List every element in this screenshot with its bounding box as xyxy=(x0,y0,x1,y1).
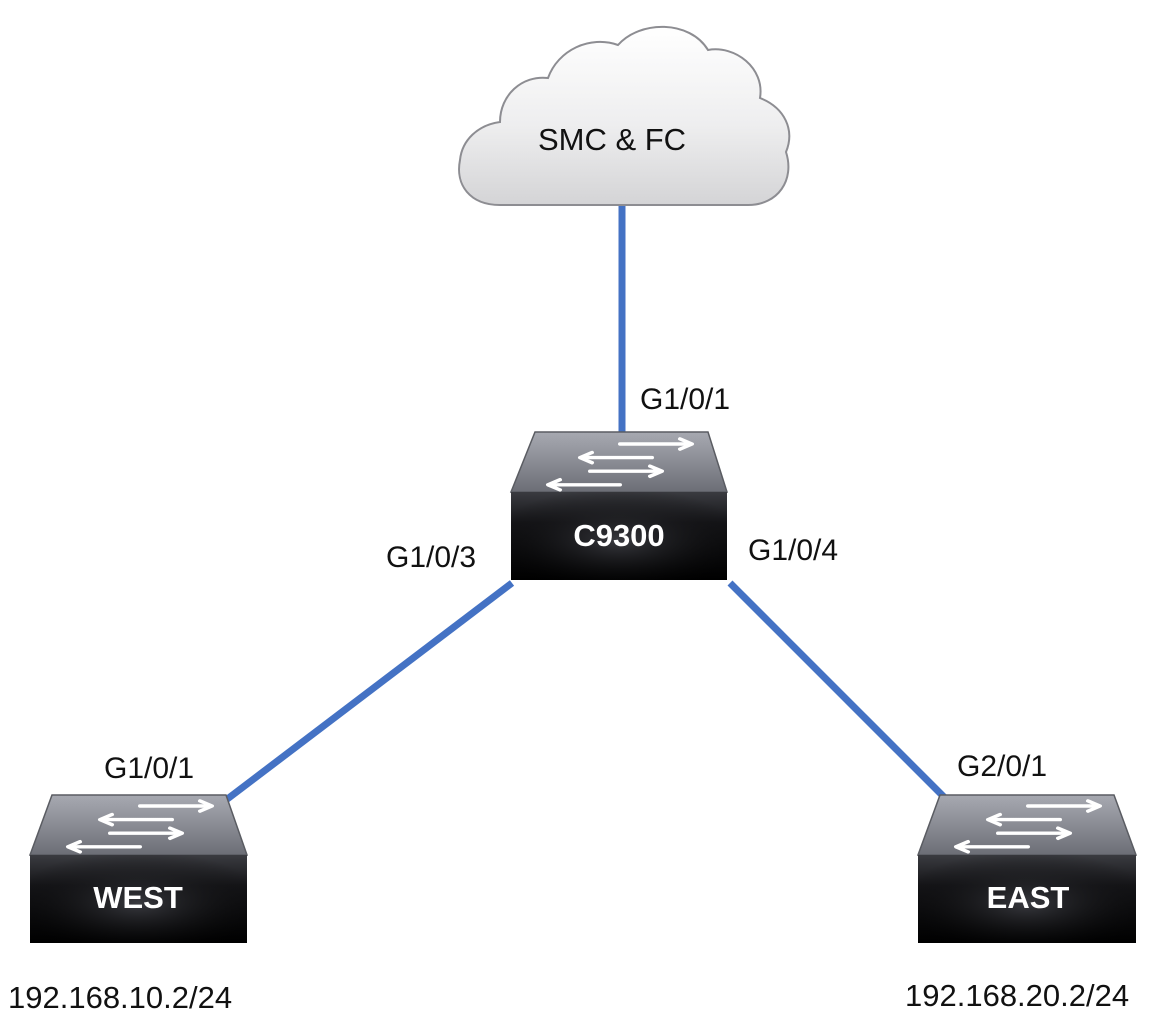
west-port-label: G1/0/1 xyxy=(104,752,194,785)
west-ip-label: 192.168.10.2/24 xyxy=(8,980,232,1015)
west-switch-name: WEST xyxy=(93,880,183,915)
link-core-east xyxy=(727,580,948,801)
east-port-label: G2/0/1 xyxy=(957,750,1047,783)
core-switch-top-face xyxy=(509,431,729,493)
core-east-port-label: G1/0/4 xyxy=(748,534,838,567)
core-uplink-port-label: G1/0/1 xyxy=(640,383,730,416)
core-west-port-label: G1/0/3 xyxy=(386,541,476,574)
west-switch: WEST xyxy=(28,794,249,943)
core-switch: C9300 xyxy=(509,431,729,580)
cloud-label: SMC & FC xyxy=(538,122,686,157)
cloud-icon xyxy=(458,25,791,206)
cloud: SMC & FC xyxy=(458,25,791,206)
core-switch-name: C9300 xyxy=(573,518,664,553)
links xyxy=(223,200,948,803)
link-core-west xyxy=(223,580,515,803)
east-ip-label: 192.168.20.2/24 xyxy=(905,978,1129,1013)
east-switch: EAST xyxy=(916,794,1138,943)
east-switch-name: EAST xyxy=(987,880,1070,915)
